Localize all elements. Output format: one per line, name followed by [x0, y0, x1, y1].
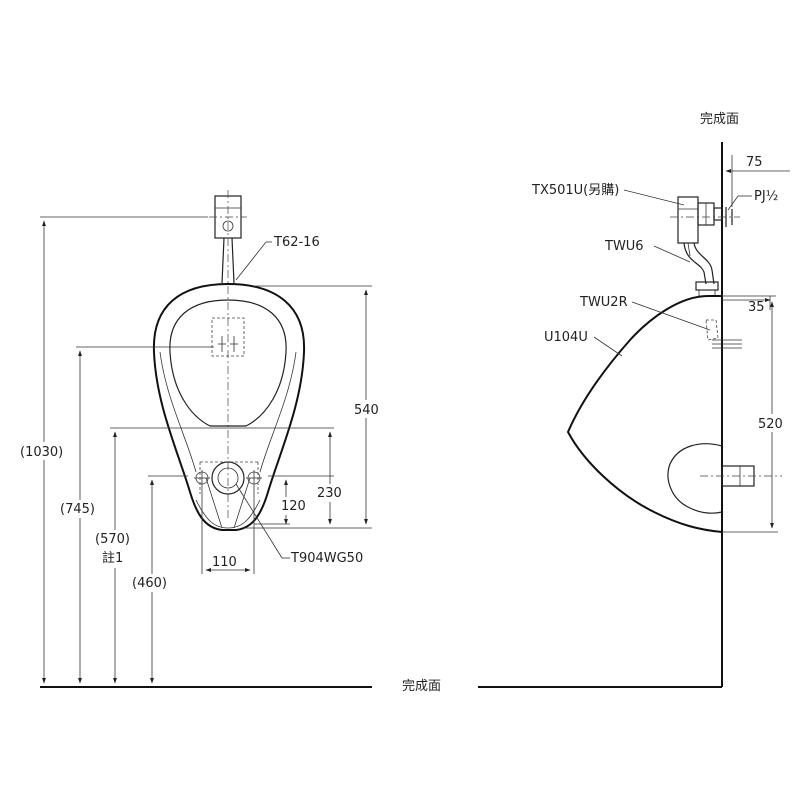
spud: [695, 281, 719, 297]
dim-bowl-height: 540: [354, 403, 379, 418]
inlet-hidden: [211, 317, 245, 357]
dim-outlet-height: 120: [281, 499, 306, 514]
label-supply-fitting: PJ½: [754, 189, 778, 204]
flush-valve: [209, 190, 247, 520]
flush-pipe: [683, 242, 715, 285]
trap-opening: [667, 443, 723, 514]
urinal-bowl-inner: [169, 299, 287, 427]
urinal-bowl-outer: [152, 282, 306, 531]
inlet-marks: [218, 336, 238, 352]
label-flush-pipe: TWU6: [604, 239, 644, 254]
label-valve: T62-16: [273, 235, 320, 250]
dim-inlet-height: (570): [95, 532, 130, 547]
front-view: 完成面: [18, 190, 441, 694]
side-view: 完成面: [478, 112, 790, 688]
dim-rim-height: (460): [132, 576, 167, 591]
dim-outlet-height-side: 520: [758, 417, 783, 432]
dim-supply-offset: 75: [746, 155, 763, 170]
dim-overall-height: (1030): [20, 445, 63, 460]
label-sensor-valve: TX501U(另購): [531, 183, 619, 198]
dim-bolt-spacing: 110: [212, 555, 237, 570]
sensor-valve: [670, 196, 740, 257]
wall-label: 完成面: [700, 112, 739, 127]
label-hanger: TWU2R: [579, 295, 628, 310]
hanger-bracket: [705, 319, 742, 349]
dim-valve-height: (745): [60, 502, 95, 517]
label-trap: T904WG50: [290, 551, 363, 566]
outlet-pipe: [700, 465, 782, 487]
dim-note: 註1: [102, 551, 123, 566]
outlet: [194, 461, 262, 495]
floor-label: 完成面: [402, 679, 441, 694]
dim-hanger-offset: 35: [748, 300, 765, 315]
dim-outlet-to-top: 230: [317, 486, 342, 501]
urinal-side-profile: [566, 295, 723, 533]
label-urinal: U104U: [544, 330, 588, 345]
